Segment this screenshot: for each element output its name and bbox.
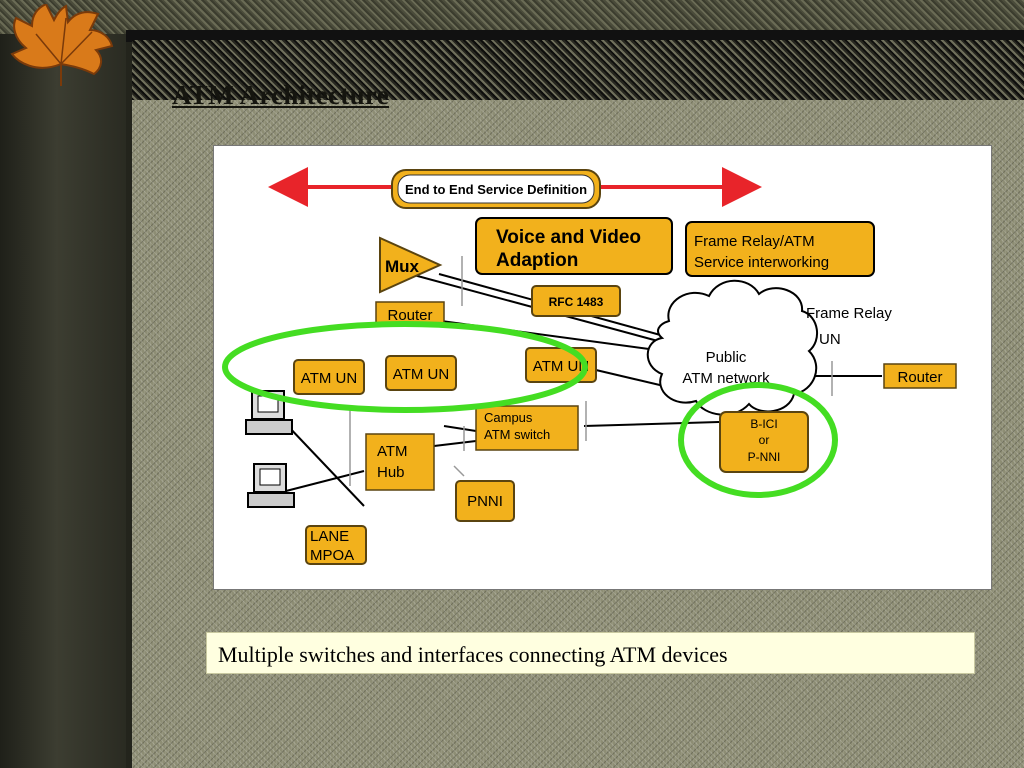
lane-mpoa-box	[305, 525, 367, 565]
lane-line2: MPOA	[310, 547, 354, 564]
campus-switch-line2: ATM switch	[484, 427, 550, 442]
atm-un-label-1: ATM UN	[301, 370, 357, 387]
voice-video-box	[475, 217, 673, 275]
lane-line1: LANE	[310, 528, 349, 545]
title-divider	[126, 30, 1024, 42]
un-label: UN	[819, 331, 841, 348]
pnni-label: PNNI	[467, 493, 503, 510]
rfc-label: RFC 1483	[549, 295, 604, 309]
campus-switch-line1: Campus	[484, 410, 533, 425]
atm-hub-line2: Hub	[377, 464, 405, 481]
interface-ticks	[349, 256, 833, 486]
mux-triangle	[379, 236, 443, 294]
computer-icon	[247, 463, 295, 508]
highlight-bici	[678, 382, 838, 498]
fr-interworking-line2: Service interworking	[694, 254, 829, 271]
public-network-line1: Public	[706, 349, 747, 366]
atm-architecture-diagram: End to End Service Definition Voice and …	[222, 167, 957, 565]
atm-un-label-3: ATM UN	[533, 358, 589, 375]
title-band	[132, 40, 1024, 100]
diagram-frame: End to End Service Definition Voice and …	[213, 145, 992, 590]
fr-interworking-line1: Frame Relay/ATM	[694, 233, 815, 250]
router-right-label: Router	[897, 369, 942, 386]
maple-leaf-icon	[10, 4, 114, 86]
top-decor-strip	[0, 0, 1024, 34]
router-right-box	[883, 363, 957, 389]
pnni-box	[455, 480, 515, 522]
campus-switch-box	[475, 405, 579, 451]
atm-hub-box	[365, 433, 435, 491]
slide-caption: Multiple switches and interfaces connect…	[218, 642, 728, 667]
caption-box: Multiple switches and interfaces connect…	[206, 632, 975, 674]
highlight-atm-un-group	[222, 321, 588, 413]
router-left-label: Router	[387, 307, 432, 324]
frame-relay-label: Frame Relay	[806, 305, 892, 322]
atm-un-box-1	[293, 359, 365, 395]
end-to-end-label: End to End Service Definition	[405, 182, 587, 197]
atm-hub-line1: ATM	[377, 443, 408, 460]
bici-box	[719, 411, 809, 473]
frame-relay-interworking-box	[685, 221, 875, 277]
public-atm-network-cloud	[646, 279, 818, 416]
voice-video-line2: Adaption	[496, 250, 578, 271]
voice-video-line1: Voice and Video	[496, 227, 641, 248]
left-decor-bar	[0, 0, 126, 768]
bici-line1: B-ICI	[750, 417, 777, 431]
atm-un-box-2	[385, 355, 457, 391]
mux-label: Mux	[385, 257, 420, 276]
bici-line3: P-NNI	[748, 450, 781, 464]
bici-line2: or	[759, 433, 770, 447]
atm-un-label-2: ATM UN	[393, 366, 449, 383]
slide-title: ATM Architecture	[172, 80, 389, 110]
rfc-box	[531, 285, 621, 317]
